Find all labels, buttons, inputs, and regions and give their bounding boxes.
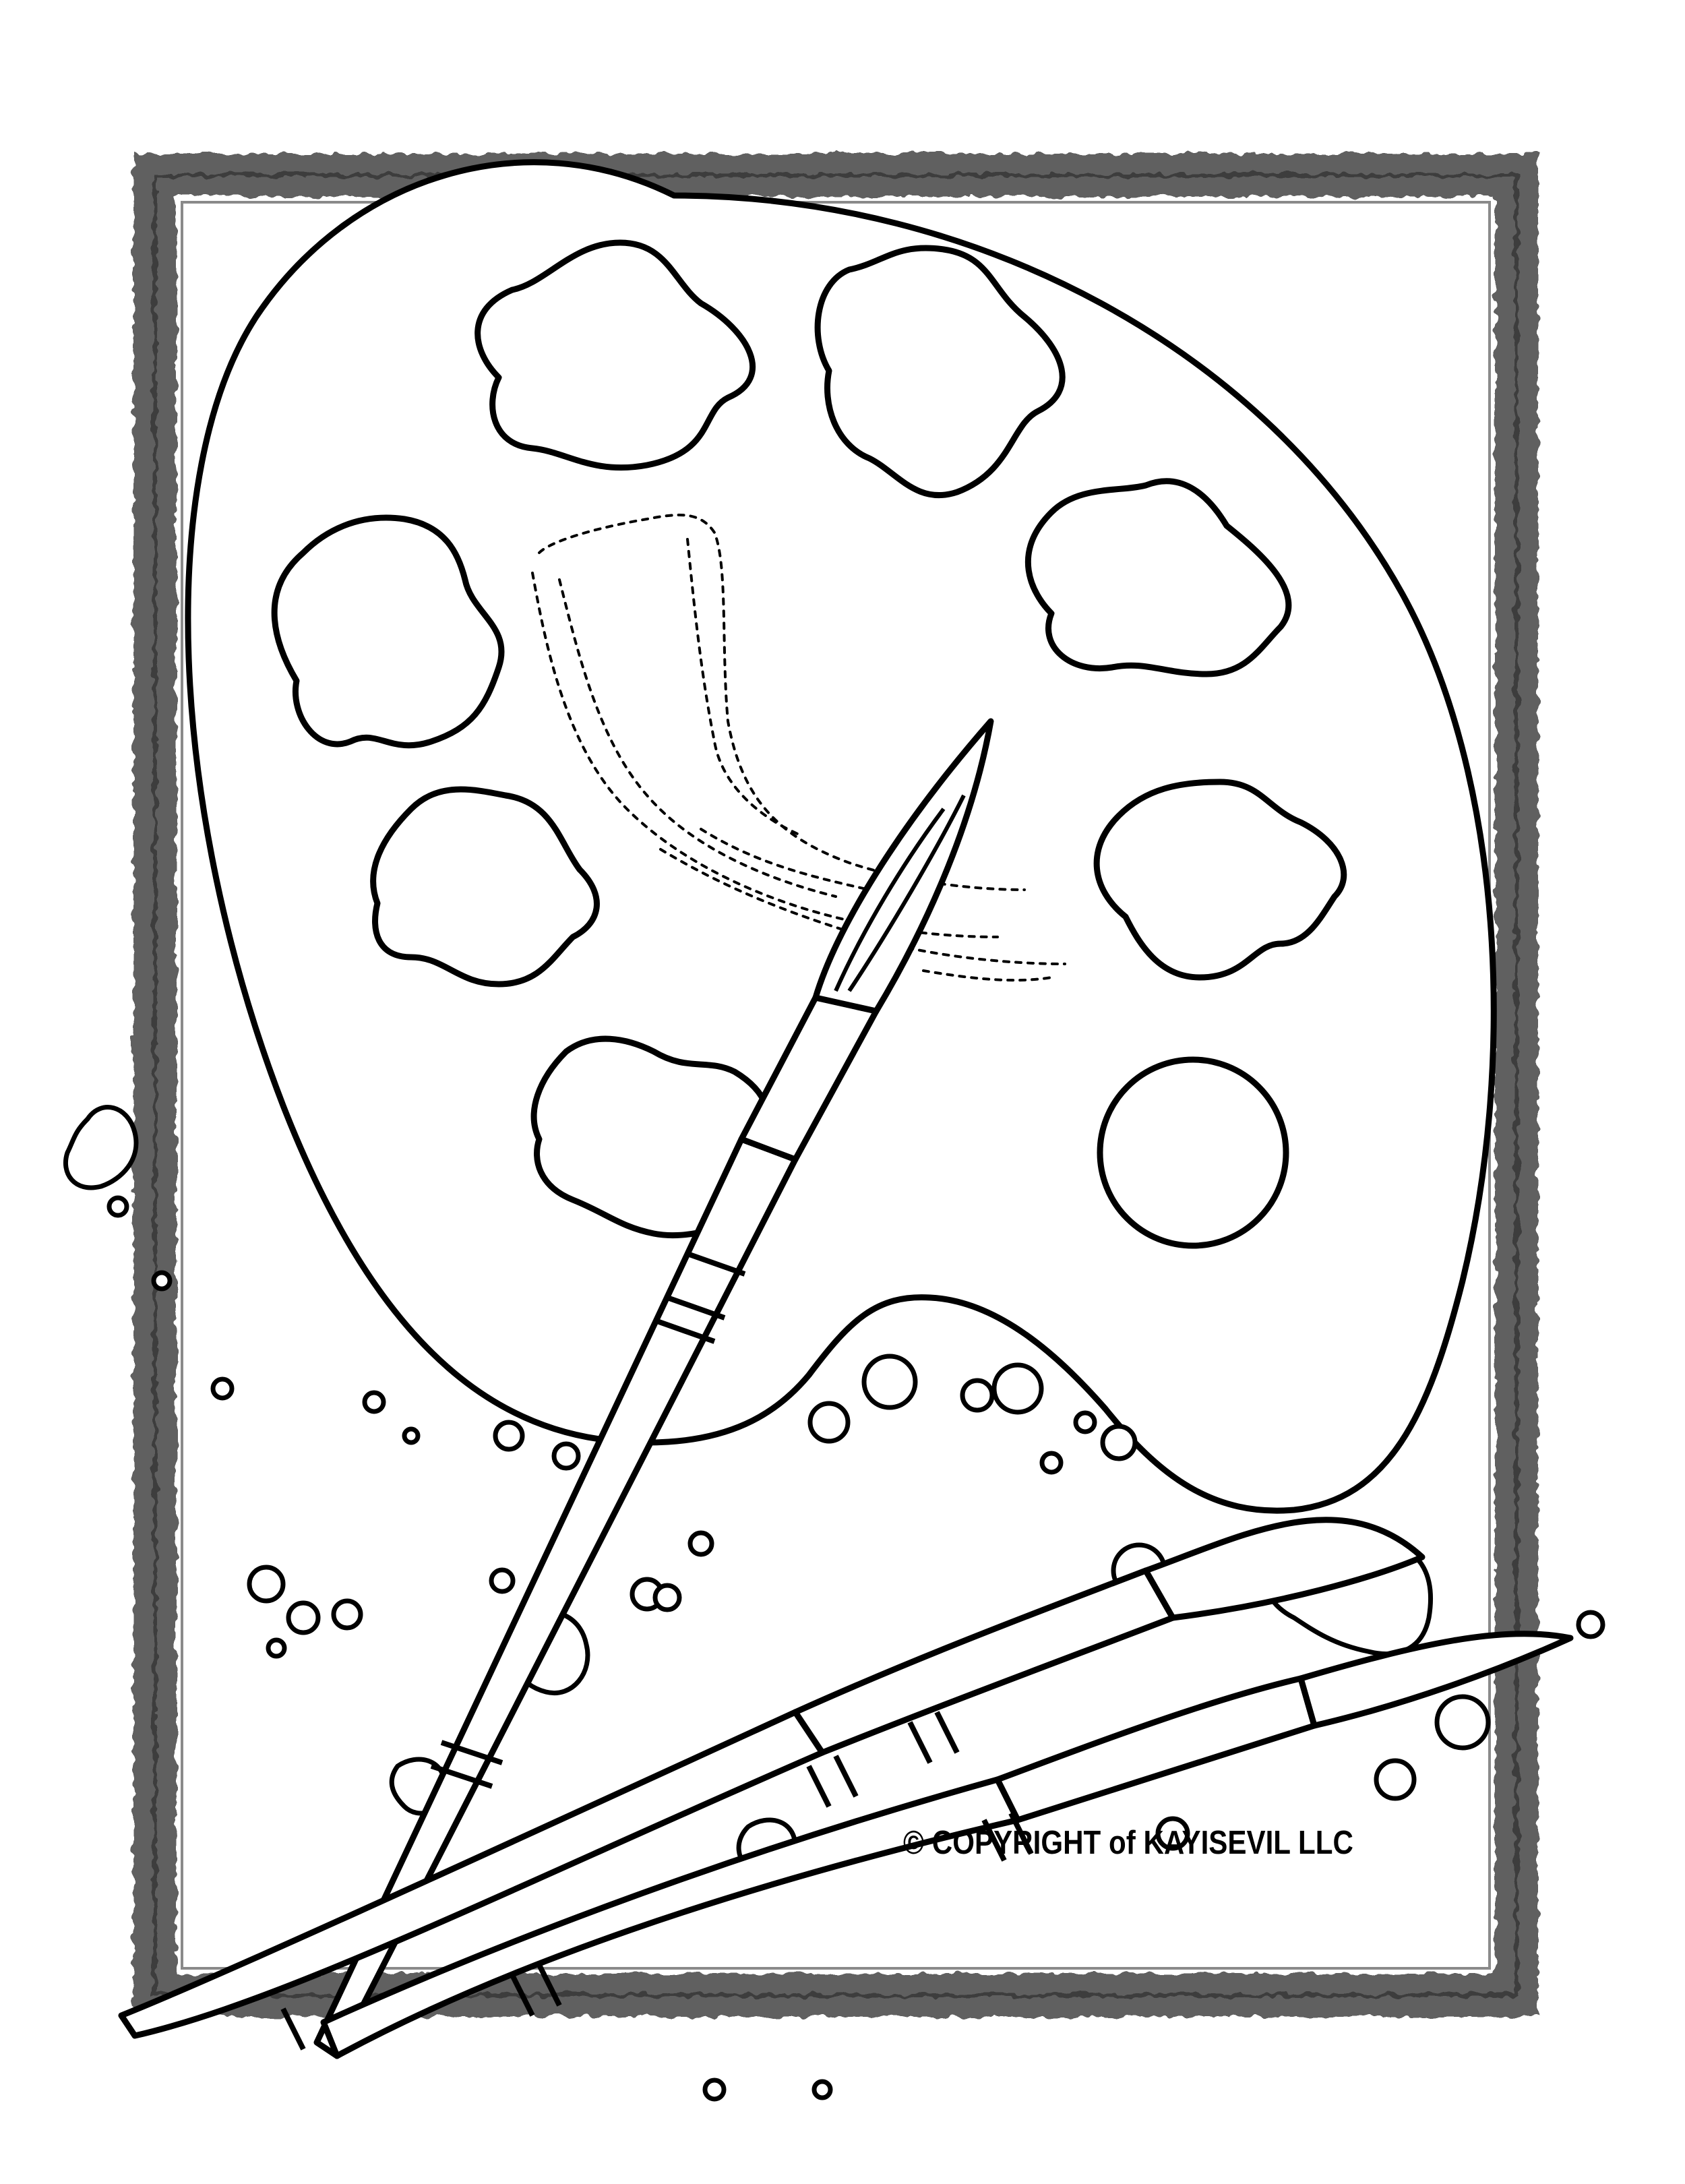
splatter <box>807 1401 851 1444</box>
splatter <box>861 1354 918 1410</box>
splatter <box>362 1390 386 1414</box>
splatter <box>247 1565 286 1604</box>
brush-stroke-smudge <box>531 514 1066 982</box>
splatter <box>106 1195 129 1218</box>
splatter <box>1100 1424 1138 1461</box>
splatter <box>493 1420 525 1452</box>
splatter <box>210 1376 235 1401</box>
splatter <box>811 2079 833 2100</box>
paintbrush-icon <box>313 718 994 2059</box>
splatter <box>489 1567 516 1594</box>
paint-well <box>1024 478 1292 677</box>
paint-well <box>474 239 756 471</box>
brush-bristles <box>1142 1517 1426 1621</box>
splatter <box>266 1637 287 1659</box>
paint-well <box>814 245 1066 499</box>
paint-well <box>1093 779 1347 981</box>
paintbrush-icon <box>118 1517 1574 2059</box>
paint-wells <box>271 239 1347 1249</box>
paint-well <box>271 514 505 749</box>
splatter <box>1374 1758 1417 1801</box>
copyright-text: © COPYRIGHT of KAYISEVIL LLC <box>903 1825 1353 1861</box>
splatter <box>331 1598 363 1631</box>
splatter <box>402 1426 421 1445</box>
splatter <box>151 1270 173 1292</box>
splatter <box>960 1378 995 1413</box>
splatter <box>1155 1816 1190 1851</box>
splatter <box>991 1362 1044 1415</box>
splatter <box>1576 1610 1605 1639</box>
splatter <box>1073 1410 1097 1434</box>
brush-ferrule <box>792 1567 1176 1756</box>
splatter <box>286 1600 321 1635</box>
splatter <box>63 1105 139 1190</box>
splatter <box>702 2077 727 2102</box>
thumb-hole <box>1097 1056 1289 1249</box>
splatter <box>687 1530 714 1557</box>
splatter <box>551 1441 581 1471</box>
splatter <box>1434 1694 1491 1751</box>
splatter <box>1039 1451 1064 1475</box>
splatter <box>652 1583 682 1612</box>
paint-well <box>370 786 600 988</box>
brush-ferrule <box>994 1675 1318 1823</box>
brush-bristles <box>1297 1631 1574 1729</box>
